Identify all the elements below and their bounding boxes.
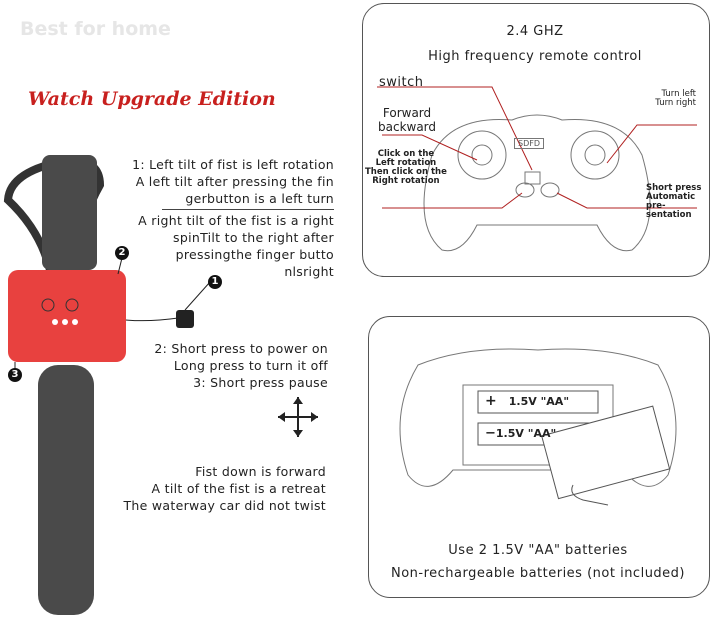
move-arrows-icon	[278, 397, 318, 437]
plus-icon: +	[485, 393, 497, 409]
marker-3: 3	[8, 368, 22, 382]
forward-backward-label: Forward backward	[378, 106, 436, 134]
marker-2: 2	[115, 246, 129, 260]
text-line: Short press	[646, 183, 702, 193]
text-line: pressingthe finger butto	[175, 247, 334, 262]
text-line: Left rotation	[375, 158, 437, 168]
cell-label: 1.5V "AA"	[495, 427, 557, 440]
battery-note: Non-rechargeable batteries (not included…	[390, 566, 686, 581]
text-line: Right rotation	[372, 176, 440, 186]
remote-illustration	[377, 86, 697, 252]
text-line: A left tilt after pressing the fin	[135, 174, 334, 189]
remote-name: High frequency remote control	[428, 49, 642, 64]
battery-illustration	[399, 348, 677, 506]
text-line: spinTilt to the right after	[173, 230, 334, 245]
text-line: backward	[378, 120, 437, 134]
text-line: sentation	[646, 210, 692, 220]
text-line: Click on the	[377, 149, 435, 159]
minus-icon: −	[485, 426, 496, 441]
text-line: 3: Short press pause	[193, 375, 328, 390]
text-line: Turn left	[661, 89, 697, 99]
switch-label: switch	[379, 75, 424, 90]
text-line: The waterway car did not twist	[123, 498, 326, 513]
short-press-label: Short press Automatic pre- sentation	[646, 184, 716, 220]
text-line: Turn right	[655, 98, 696, 108]
text-line: gerbutton is a left turn	[162, 190, 334, 210]
rotation-label: Click on the Left rotation Then click on…	[365, 150, 447, 186]
movement-text: Fist down is forward A tilt of the fist …	[123, 463, 326, 514]
battery-cell-1: +1.5V "AA"	[485, 393, 569, 409]
left-tilt-text: 1: Left tilt of fist is left rotation A …	[132, 156, 334, 280]
text-line: A tilt of the fist is a retreat	[151, 481, 326, 496]
text-line: nlsright	[284, 264, 334, 279]
turn-label: Turn left Turn right	[655, 90, 696, 108]
text-line: A right tilt of the fist is a right	[138, 213, 334, 228]
marker-1: 1	[208, 275, 222, 289]
page-title: Watch Upgrade Edition	[28, 88, 276, 110]
remote-panel	[362, 3, 710, 277]
text-line: Forward	[382, 106, 432, 120]
text-line: Then click on the	[365, 167, 447, 177]
battery-usage: Use 2 1.5V "AA" batteries	[448, 543, 628, 558]
text-line: 1: Left tilt of fist is left rotation	[132, 157, 334, 172]
text-line: Fist down is forward	[195, 464, 326, 479]
watermark: Best for home	[20, 18, 171, 40]
text-line: Automatic pre-	[646, 192, 696, 211]
text-line: Long press to turn it off	[173, 358, 328, 373]
battery-cell-2: −1.5V "AA"	[485, 426, 556, 441]
remote-logo: SDFD	[514, 138, 544, 149]
frequency-label: 2.4 GHZ	[506, 24, 564, 39]
watch-illustration	[3, 155, 211, 615]
power-text: 2: Short press to power on Long press to…	[154, 340, 328, 391]
cell-label: 1.5V "AA"	[508, 395, 570, 408]
text-line: 2: Short press to power on	[154, 341, 328, 356]
